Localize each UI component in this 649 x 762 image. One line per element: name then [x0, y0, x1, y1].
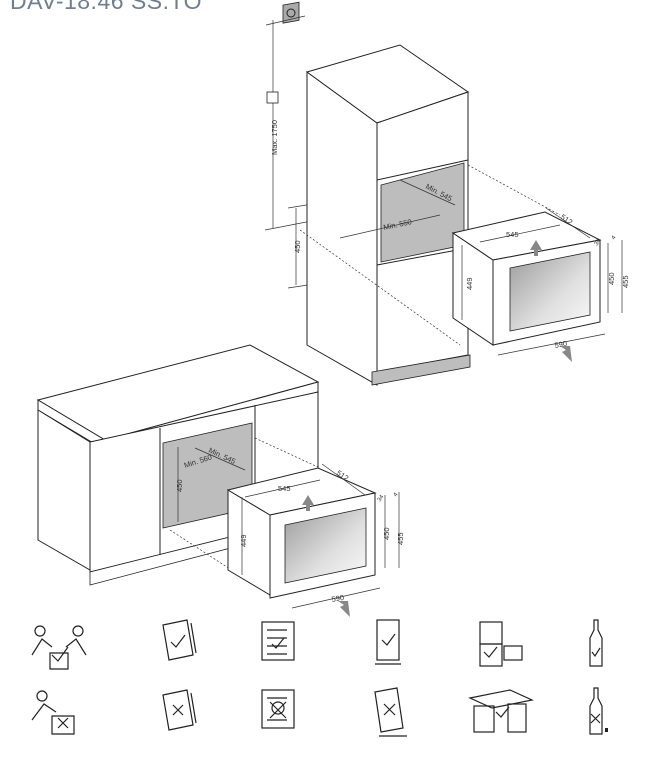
dim-counter-front-width: 590: [331, 593, 345, 604]
dim-max-1750: Max. 1750: [270, 120, 279, 155]
dim-niche-height: 450: [293, 240, 302, 253]
dim-counter-side-height: 449: [239, 534, 248, 547]
dim-counter-appliance-width: 545: [278, 484, 291, 493]
model-title: DAV-18.46 SS.TO: [10, 0, 203, 14]
arrow-up-icon: [530, 240, 542, 256]
no-single-lift-icon: [31, 690, 75, 735]
upright-bottle-icon: [589, 619, 603, 667]
checklist-icon: [261, 621, 295, 661]
upright-transport-icon: [375, 619, 401, 665]
no-freestanding-icon: [468, 689, 534, 733]
column-install-diagram: Max. 1750 450 Min. 545 Min. 550 545 512 …: [264, 1, 630, 386]
dim-side-height: 449: [465, 277, 474, 290]
stack-install-icon: [479, 621, 523, 667]
plug-icon: [266, 91, 279, 104]
no-broken-bottle-icon: [589, 687, 608, 735]
dim-appliance-width: 545: [506, 230, 519, 239]
manual-read-icon: [162, 619, 197, 661]
dim-counter-door-gap: 4: [393, 491, 400, 498]
dim-total-height: 455: [621, 275, 630, 288]
dim-body-height: 450: [607, 272, 616, 285]
dim-counter-total-height: 455: [396, 532, 405, 545]
socket-icon: [282, 1, 300, 24]
no-skip-manual-icon: [162, 689, 197, 731]
no-disassemble-icon: [261, 689, 295, 729]
dim-counter-body-height: 450: [382, 527, 391, 540]
counter-arrow-push-icon: [338, 601, 350, 617]
dim-front-width: 590: [554, 339, 568, 350]
counter-install-diagram: 450 Min. 545 Min. 560 545 512 34 4 449 4…: [36, 344, 405, 617]
dim-counter-door-offset: 34: [377, 494, 386, 503]
arrow-push-icon: [560, 346, 572, 362]
dim-door-offset: 34: [594, 238, 603, 247]
no-tilt-transport-icon: [374, 687, 407, 737]
counter-arrow-up-icon: [302, 495, 314, 511]
dim-counter-niche-height: 450: [175, 479, 184, 492]
two-person-lift-icon: [31, 625, 87, 670]
dim-door-gap: 4: [611, 234, 618, 241]
